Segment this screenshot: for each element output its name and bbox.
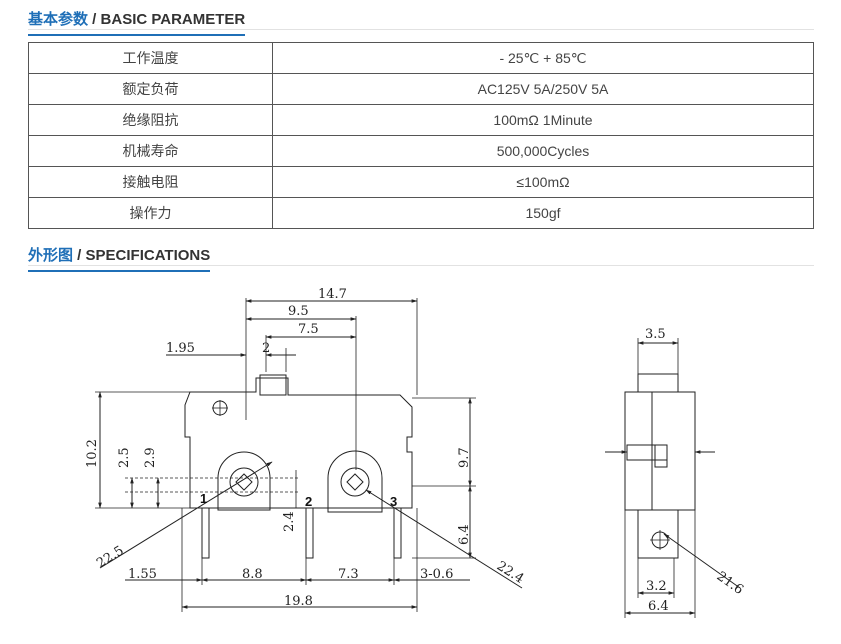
table-row: 工作温度 - 25℃ + 85℃	[28, 42, 814, 74]
param-label: 机械寿命	[28, 135, 273, 167]
param-label: 接触电阻	[28, 166, 273, 198]
dim-label: 6.4	[648, 599, 669, 614]
param-value: 100mΩ 1Minute	[272, 104, 814, 136]
dim-label: 9.7	[457, 447, 472, 468]
dimension-labels: 14.7 9.5 7.5 1.95 2 10.2 2.5 2.9 9.7 6.4…	[85, 287, 746, 614]
dim-label: 8.8	[242, 567, 263, 582]
dim-label: 2.4	[282, 511, 297, 532]
dim-label: 3.2	[646, 579, 667, 594]
dim-label: 9.5	[288, 304, 309, 319]
table-row: 接触电阻 ≤100mΩ	[28, 166, 814, 198]
pin-labels: 1 2 3	[200, 491, 397, 509]
param-label: 额定负荷	[28, 73, 273, 105]
specifications-header: 外形图 / SPECIFICATIONS	[28, 238, 814, 272]
dim-label: 7.3	[338, 567, 359, 582]
dim-label: 21.6	[714, 569, 746, 598]
side-body	[624, 391, 696, 511]
section-title: 基本参数 / BASIC PARAMETER	[28, 8, 246, 36]
terminal-3	[393, 507, 402, 559]
terminal-1	[201, 507, 210, 559]
param-value: - 25℃ + 85℃	[272, 42, 814, 74]
dim-label: 2.9	[143, 447, 158, 468]
dim-label: 1.95	[166, 341, 195, 356]
param-label: 工作温度	[28, 42, 273, 74]
dim-label: 2.5	[117, 447, 132, 468]
title-separator: /	[88, 11, 101, 28]
header-rule	[28, 265, 814, 266]
dim-label: 2	[262, 341, 270, 356]
pin-label-1: 1	[200, 491, 207, 506]
param-label: 操作力	[28, 197, 273, 229]
section-title: 外形图 / SPECIFICATIONS	[28, 244, 211, 272]
actuator	[259, 374, 287, 396]
dim-label: 6.4	[457, 524, 472, 545]
table-row: 绝缘阻抗 100mΩ 1Minute	[28, 104, 814, 136]
param-value: ≤100mΩ	[272, 166, 814, 198]
dim-label: 14.7	[318, 287, 347, 302]
param-value: 150gf	[272, 197, 814, 229]
switch-body	[184, 377, 413, 509]
mount-hole-left	[217, 451, 271, 511]
basic-parameter-header: 基本参数 / BASIC PARAMETER	[28, 2, 814, 36]
dim-label: 1.55	[128, 567, 157, 582]
parameter-table: 工作温度 - 25℃ + 85℃ 额定负荷 AC125V 5A/250V 5A …	[28, 42, 814, 229]
title-en: SPECIFICATIONS	[85, 247, 211, 264]
outline-drawing: 14.7 9.5 7.5 1.95 2 10.2 2.5 2.9 9.7 6.4…	[85, 287, 746, 618]
param-label: 绝缘阻抗	[28, 104, 273, 136]
table-row: 机械寿命 500,000Cycles	[28, 135, 814, 167]
pin-label-2: 2	[305, 494, 312, 509]
dim-label: 22.4	[494, 559, 527, 587]
dim-label: 3-0.6	[420, 567, 453, 582]
dim-label: 7.5	[298, 322, 319, 337]
title-separator: /	[73, 247, 86, 264]
side-view	[605, 338, 741, 618]
param-value: AC125V 5A/250V 5A	[272, 73, 814, 105]
mount-hole-right	[327, 450, 383, 513]
title-cn: 外形图	[28, 247, 74, 264]
side-terminal	[637, 509, 679, 559]
dim-label: 10.2	[85, 439, 100, 468]
side-actuator	[637, 373, 679, 393]
front-view	[95, 298, 523, 612]
table-row: 操作力 150gf	[28, 197, 814, 229]
title-cn: 基本参数	[28, 11, 89, 28]
pin-label-3: 3	[390, 494, 397, 509]
title-en: BASIC PARAMETER	[100, 11, 246, 28]
param-value: 500,000Cycles	[272, 135, 814, 167]
terminal-2	[305, 507, 314, 559]
header-rule	[28, 29, 814, 30]
table-row: 额定负荷 AC125V 5A/250V 5A	[28, 73, 814, 105]
dim-label: 3.5	[645, 327, 666, 342]
dim-label: 22.5	[94, 543, 127, 571]
dim-label: 19.8	[284, 594, 313, 609]
